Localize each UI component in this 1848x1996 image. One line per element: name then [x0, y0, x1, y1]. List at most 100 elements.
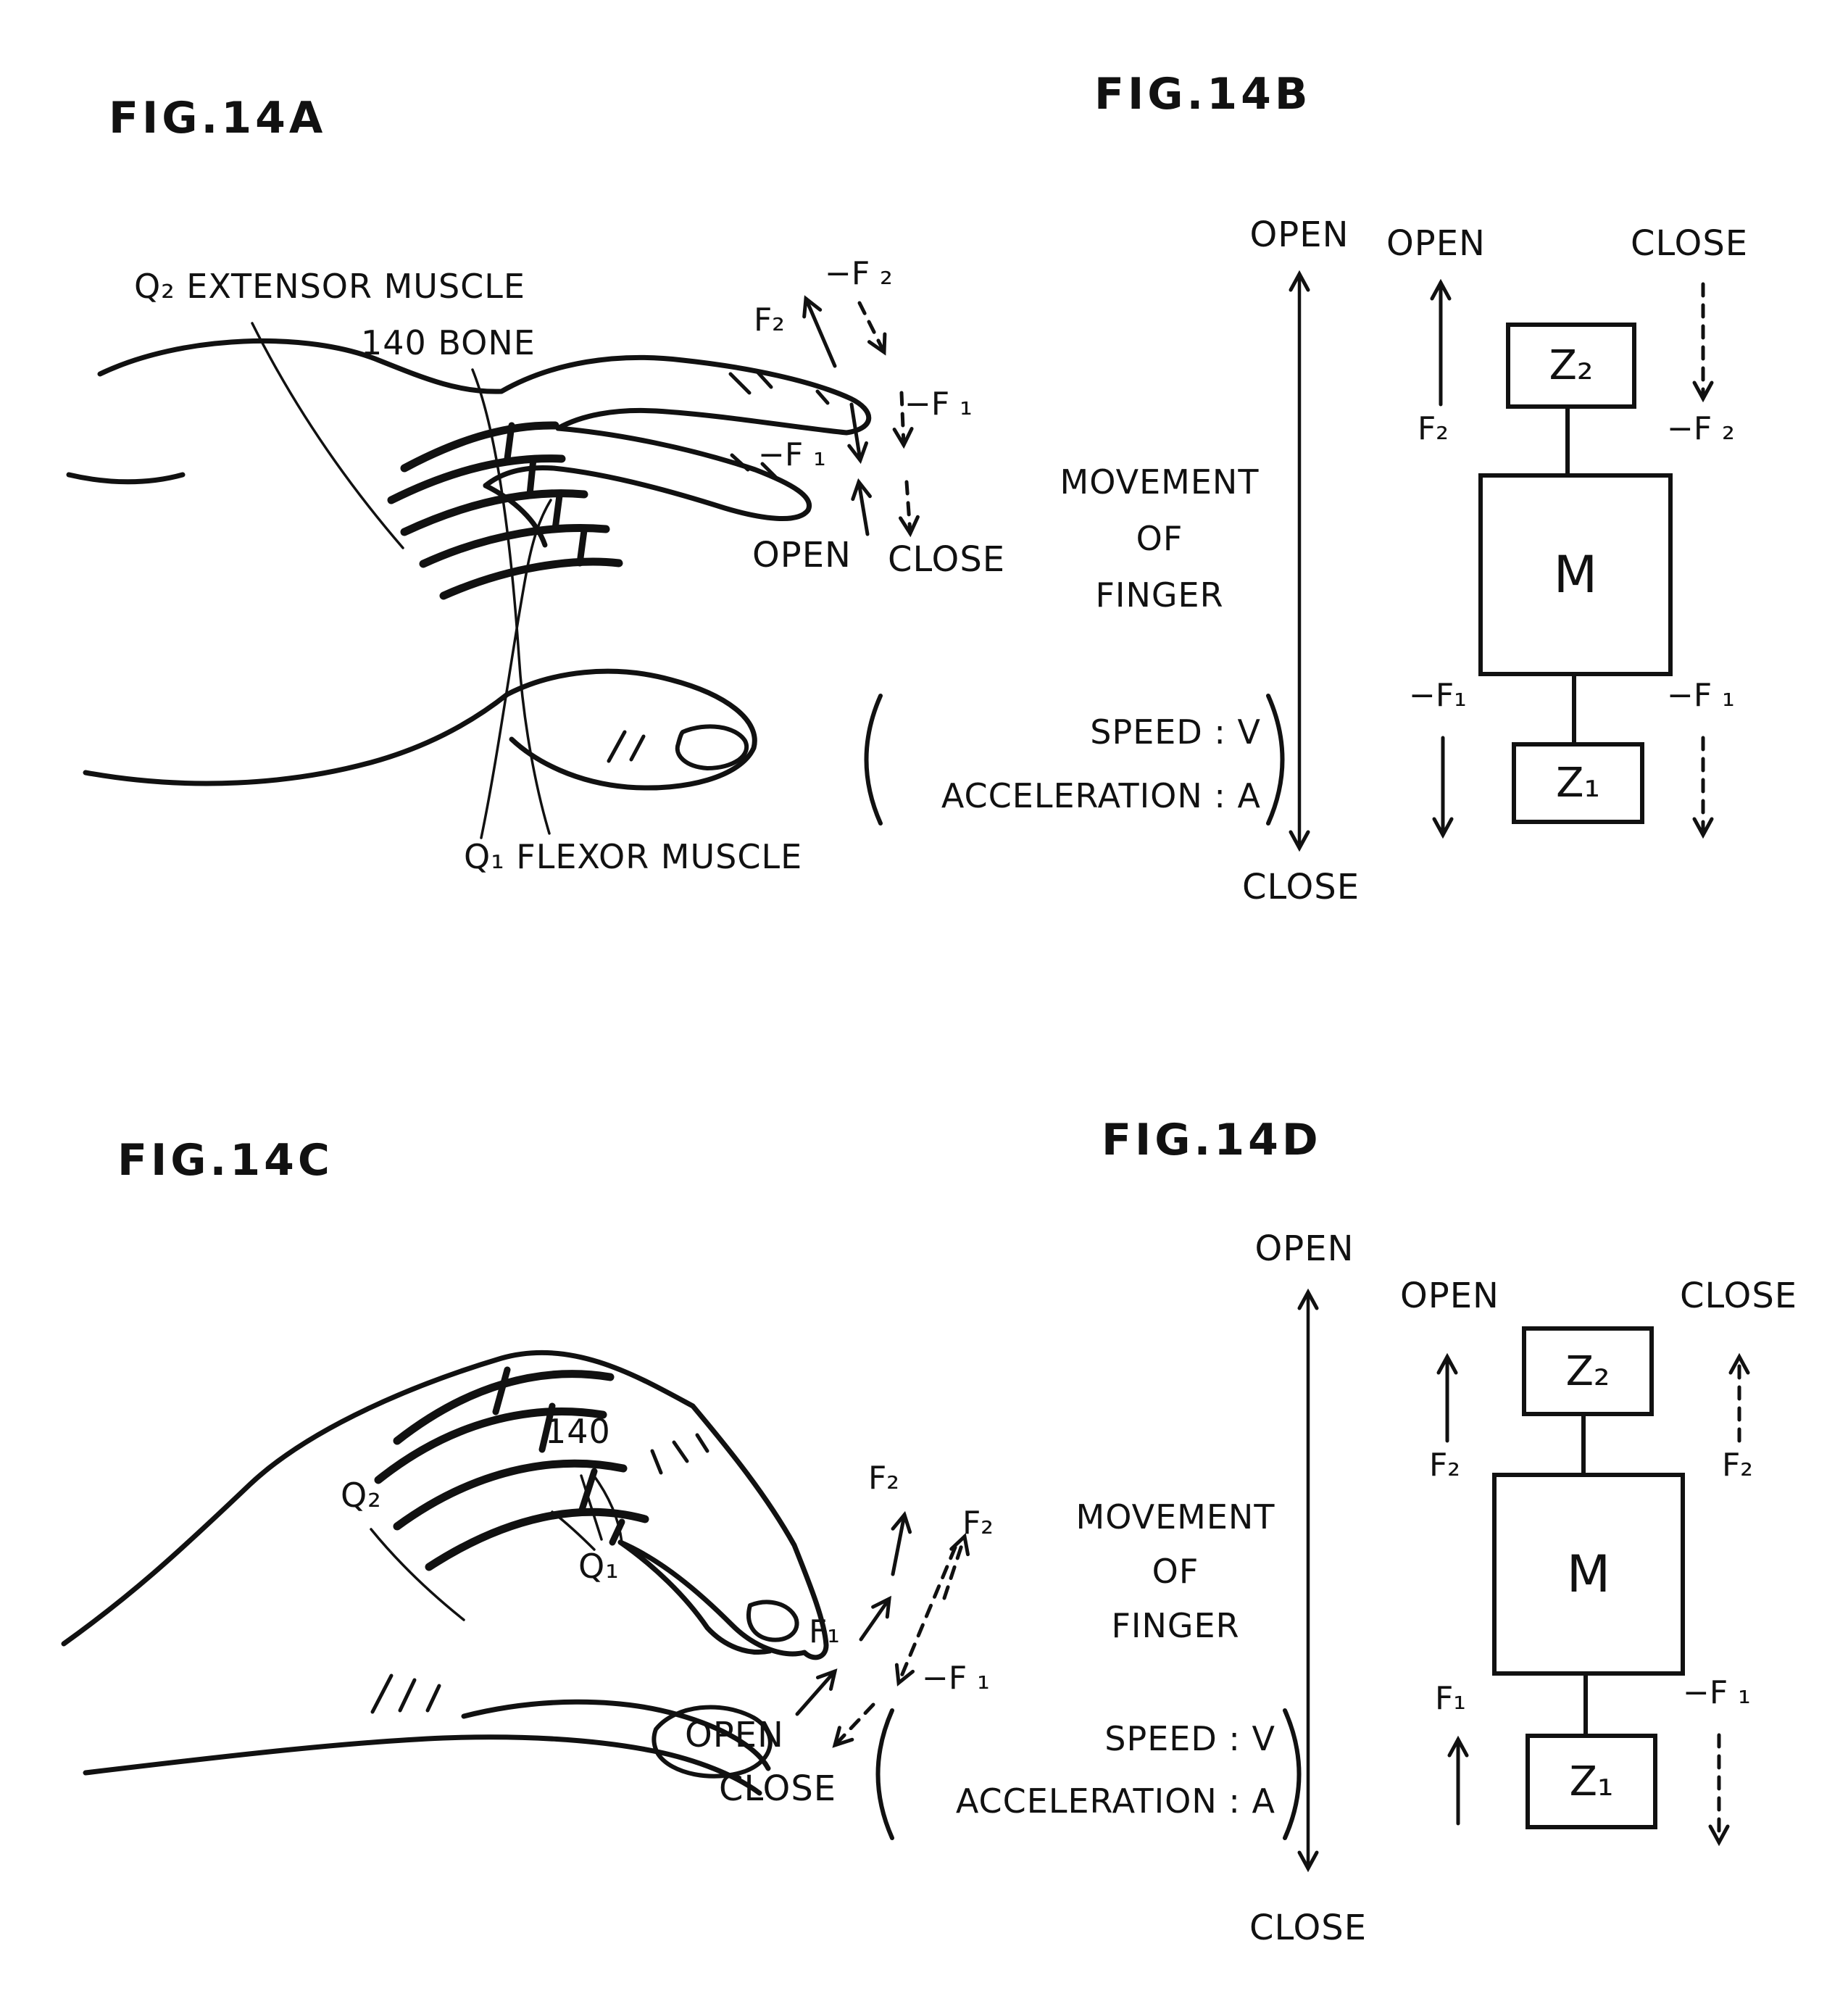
open-arrow: [795, 1668, 838, 1716]
neg-f2-label: −F ₂: [825, 255, 893, 292]
fig14d-strokes: [875, 1288, 1750, 1873]
bone-label: 140 BONE: [361, 323, 536, 362]
f2-dashed-label: F₂: [962, 1505, 994, 1542]
neg-f1-inner-arrow: [847, 402, 868, 465]
label-140: 140: [545, 1412, 611, 1451]
open-arrow: [851, 478, 872, 536]
thumb-contour: [504, 668, 757, 791]
mass-m-box: M: [1492, 1473, 1685, 1676]
impedance-z2-box: Z₂: [1506, 323, 1636, 409]
palm-fold: [483, 483, 548, 548]
f2-label: F₂: [754, 302, 785, 338]
close-arrow: [898, 480, 920, 538]
movement-line: MOVEMENT: [1060, 462, 1260, 502]
axis-open-label: OPEN: [1249, 215, 1349, 255]
diagram-close-label: CLOSE: [1680, 1276, 1798, 1316]
fold-connectors: [504, 422, 588, 567]
close-arrow: [832, 1702, 875, 1748]
middle-finger-contour: [483, 425, 812, 522]
acceleration-line: ACCELERATION : A: [955, 1781, 1275, 1821]
neg-f2-arrow: [857, 301, 887, 356]
movement-line: FINGER: [1095, 575, 1224, 615]
m-box-label: M: [1553, 545, 1598, 604]
speed-acceleration-label: SPEED : V ACCELERATION : A: [881, 700, 1261, 828]
z1-box-label: Z₁: [1569, 1758, 1614, 1805]
paren-right: [1283, 1708, 1302, 1840]
paren-left: [864, 694, 883, 826]
wrist-crease: [66, 472, 186, 485]
neg-f1-outer-arrow: [892, 391, 914, 449]
speed-line: SPEED : V: [1090, 712, 1261, 752]
axis-close-label: CLOSE: [1241, 867, 1360, 907]
open-label: OPEN: [752, 535, 852, 575]
paren-right: [1266, 694, 1285, 826]
hand-top-contour: [61, 1350, 829, 1660]
axis-close-label: CLOSE: [1249, 1908, 1368, 1948]
movement-line: MOVEMENT: [1075, 1497, 1275, 1536]
neg-f1-left-label: −F₁: [1409, 677, 1467, 714]
diagram-open-label: OPEN: [1400, 1276, 1499, 1316]
open-label: OPEN: [685, 1715, 784, 1755]
f1-label: F₁: [1435, 1680, 1466, 1717]
thumb-top: [461, 1699, 771, 1771]
f2-label: F₂: [1418, 410, 1449, 447]
neg-f1-right-label: −F ₁: [1667, 677, 1735, 714]
inner-curl: [617, 1539, 773, 1655]
index-nail: [746, 1600, 799, 1642]
neg-f1-label: −F ₁: [922, 1660, 990, 1697]
skin-detail-marks: [607, 369, 830, 763]
impedance-z2-box: Z₂: [1522, 1326, 1654, 1416]
fig14a-title: FIG.14A: [109, 93, 327, 144]
palm-bottom-contour: [83, 691, 510, 786]
extensor-muscle-label: Q₂ EXTENSOR MUSCLE: [134, 267, 525, 306]
fig14b-title: FIG.14B: [1094, 69, 1312, 120]
diagram-close-label: CLOSE: [1631, 223, 1749, 264]
impedance-z1-box: Z₁: [1512, 742, 1644, 824]
m-box-label: M: [1566, 1544, 1611, 1604]
movement-line: OF: [1152, 1552, 1199, 1591]
neg-f1-outer-label: −F ₁: [904, 386, 973, 423]
z1-box-label: Z₁: [1556, 760, 1600, 807]
diagram-open-label: OPEN: [1386, 223, 1486, 264]
fig14c-force-arrows: [795, 1510, 970, 1748]
leader-lines: [370, 1473, 623, 1621]
speed-line: SPEED : V: [1104, 1719, 1275, 1758]
fig14c-title: FIG.14C: [117, 1135, 333, 1186]
q2-leader: [370, 1528, 465, 1621]
palm-bottom-contour: [83, 1734, 762, 1796]
neg-f1-label: −F ₁: [1683, 1674, 1751, 1711]
movement-of-finger-label: MOVEMENT OF FINGER: [1045, 1490, 1306, 1653]
f2-dashed-arrow: [942, 1533, 970, 1600]
fig14d-title: FIG.14D: [1102, 1115, 1322, 1165]
f2-left-label: F₂: [1429, 1447, 1460, 1484]
flexor-leader: [480, 499, 552, 839]
fig14a-force-arrows: [802, 295, 920, 538]
f2-arrow: [802, 295, 837, 368]
neg-f1-dashed-arrow: [894, 1545, 957, 1687]
impedance-z1-box: Z₁: [1526, 1734, 1657, 1829]
paren-left: [875, 1708, 894, 1840]
acceleration-line: ACCELERATION : A: [941, 776, 1261, 815]
fig14b-strokes: [864, 270, 1714, 852]
movement-line: OF: [1136, 519, 1183, 558]
neg-f2-label: −F ₂: [1667, 410, 1735, 447]
skin-detail-marks: [370, 1433, 709, 1714]
z2-box-label: Z₂: [1565, 1347, 1610, 1395]
curled-finger-folds: [374, 1370, 649, 1571]
fold-connectors: [492, 1366, 625, 1546]
label140-leader-b: [591, 1473, 623, 1544]
q1-label: Q₁: [578, 1547, 620, 1586]
movement-line: FINGER: [1111, 1606, 1240, 1645]
q1-leader: [551, 1510, 596, 1551]
f2-right-label: F₂: [1722, 1447, 1753, 1484]
close-label: CLOSE: [888, 539, 1006, 580]
f1-label: F₁: [809, 1613, 840, 1650]
mass-m-box: M: [1478, 473, 1673, 676]
fig14c-hand-drawing: [61, 1350, 829, 1796]
leader-lines: [251, 322, 552, 839]
f1-solid-arrow: [859, 1595, 891, 1642]
hand-top-contour: [97, 338, 872, 436]
extensor-leader: [251, 322, 404, 549]
